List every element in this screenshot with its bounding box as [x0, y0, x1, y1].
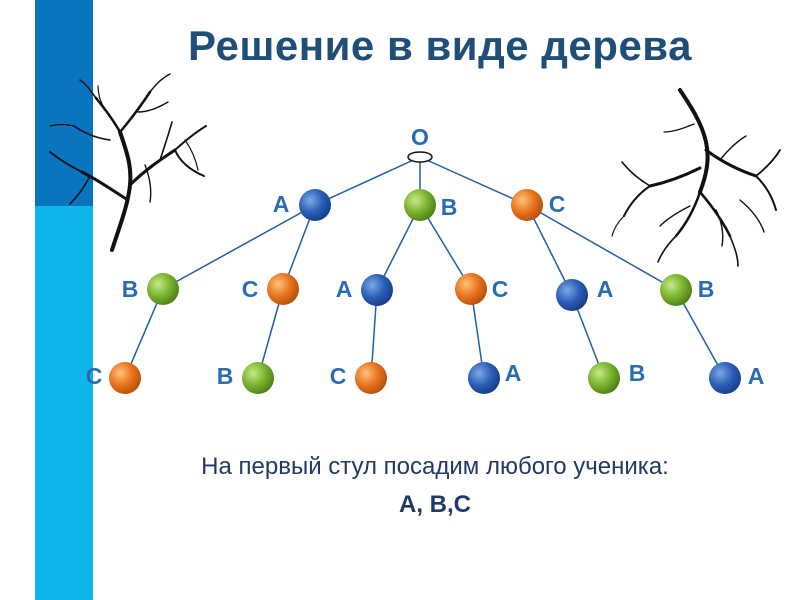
node-l1-b	[404, 189, 436, 221]
node-l3-cba	[709, 362, 741, 394]
node-l3-bca-label: А	[505, 360, 522, 386]
node-l1-a-label: А	[273, 191, 290, 217]
node-l2-bc-label: С	[492, 276, 509, 302]
bare-tree-right-icon	[611, 88, 781, 267]
node-l3-cab	[588, 362, 620, 394]
node-l2-ab-label: В	[122, 276, 139, 302]
node-l3-bac	[355, 362, 387, 394]
edge-c-b	[526, 204, 677, 291]
node-l3-bca	[468, 362, 500, 394]
node-l3-acb	[242, 362, 274, 394]
edge-c-a	[526, 204, 573, 296]
node-l3-cba-label: А	[748, 363, 765, 389]
caption-answer: А, В,С	[399, 491, 471, 518]
node-l1-c	[511, 189, 543, 221]
node-l1-b-label: В	[441, 194, 458, 220]
node-l3-abc	[109, 362, 141, 394]
bare-tree-left-icon	[49, 73, 207, 252]
edge-ab-c	[124, 288, 164, 379]
node-l2-ac-label: С	[242, 276, 259, 302]
caption: На первый стул посадим любого ученика: А…	[100, 448, 770, 524]
node-l2-ca	[556, 279, 588, 311]
edge-root-a	[314, 156, 421, 206]
node-l3-acb-label: В	[217, 363, 234, 389]
root-node	[407, 151, 433, 163]
sidebar-band-light	[35, 206, 93, 600]
edge-cb-a	[675, 289, 726, 379]
caption-text: На первый стул посадим любого ученика:	[201, 453, 669, 480]
node-l3-bac-label: С	[330, 363, 347, 389]
node-l2-ba	[361, 274, 393, 306]
node-l1-a	[299, 189, 331, 221]
node-l2-bc	[455, 273, 487, 305]
node-l3-cab-label: В	[629, 360, 646, 386]
node-l2-cb-label: В	[698, 276, 715, 302]
node-l2-ab	[147, 273, 179, 305]
node-l1-c-label: С	[549, 191, 566, 217]
root-label: О	[411, 124, 429, 150]
slide-title: Решение в виде дерева	[188, 22, 692, 69]
node-l3-abc-label: С	[86, 363, 103, 389]
edge-root-c	[419, 156, 528, 206]
edge-b-c	[419, 204, 472, 290]
edge-a-b	[162, 204, 316, 290]
node-l2-ac	[267, 273, 299, 305]
node-l2-ba-label: А	[336, 276, 353, 302]
node-l2-ca-label: А	[597, 276, 614, 302]
node-l2-cb	[660, 274, 692, 306]
